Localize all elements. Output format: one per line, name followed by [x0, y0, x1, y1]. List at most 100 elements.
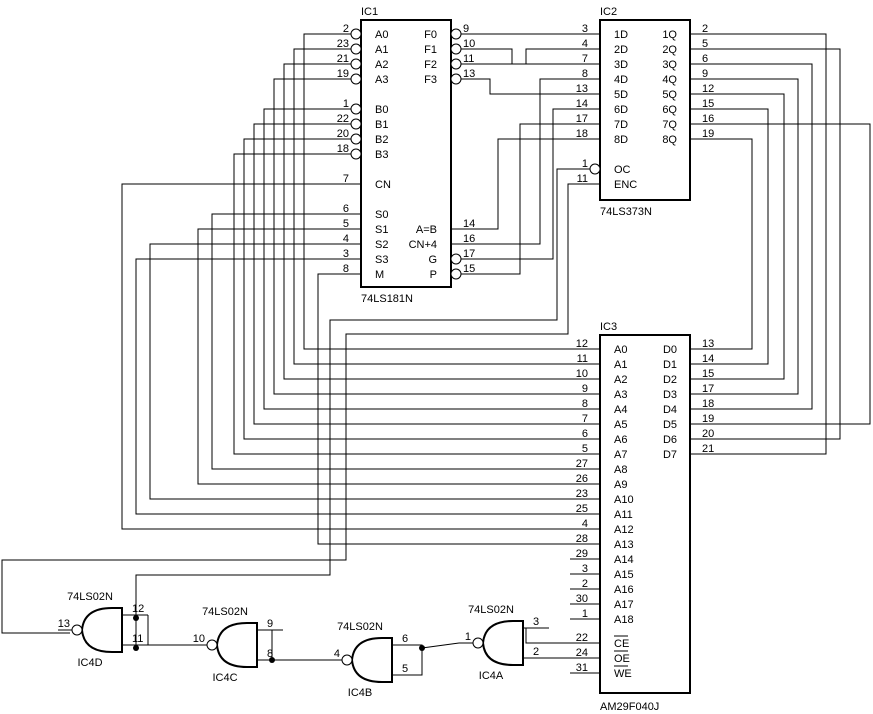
pin-s1-label: S1	[375, 224, 388, 236]
nor-output-bubble	[341, 654, 353, 666]
pin-d6-number: 20	[702, 428, 714, 440]
pin-cn-4-number: 16	[463, 233, 475, 245]
nor-gate-body	[481, 620, 524, 666]
wire-g-6d	[483, 108, 570, 260]
pin-s1-number: 5	[343, 218, 349, 230]
pin-a0-bubble	[350, 28, 362, 40]
pin-a13-label: A13	[614, 539, 634, 551]
wire-f1-3d	[483, 48, 570, 65]
nor-output-bubble	[472, 637, 484, 649]
pin-1d-label: 1D	[614, 29, 628, 41]
pin-a1-number: 23	[337, 38, 349, 50]
pin-f1-bubble	[450, 43, 462, 55]
pin-f0-label: F0	[424, 29, 437, 41]
pin-a2-number: 10	[576, 368, 588, 380]
pin-d2-number: 15	[702, 368, 714, 380]
pin-a2-bubble	[350, 58, 362, 70]
pin-d7-label: D7	[663, 449, 677, 461]
pin-3d-label: 3D	[614, 59, 628, 71]
wire-cn4-4d	[483, 78, 570, 245]
pin-a10-number: 23	[576, 488, 588, 500]
nor-pin-a: 6	[402, 633, 408, 645]
ic3-part: AM29F040J	[600, 701, 659, 713]
pin-d1-number: 14	[702, 353, 714, 365]
pin-a10-label: A10	[614, 494, 634, 506]
pin-b0-bubble	[350, 103, 362, 115]
pin-4d-label: 4D	[614, 74, 628, 86]
pin-a6-label: A6	[614, 434, 627, 446]
pin-cn-label: CN	[375, 179, 391, 191]
pin-a7-label: A7	[614, 449, 627, 461]
wire-oc	[135, 168, 570, 618]
pin-f2-number: 11	[463, 53, 474, 65]
wire-ic1-to-ic3-a9	[197, 228, 570, 485]
wire-ic4a-out	[421, 642, 460, 649]
wire-enc	[1, 183, 570, 634]
nor-pin-b: 2	[533, 646, 539, 658]
pin-b1-number: 22	[337, 113, 349, 125]
pin-d3-number: 17	[702, 383, 714, 395]
pin-b3-number: 18	[337, 143, 349, 155]
nor-gate-body	[215, 622, 258, 668]
wire-6q-d1	[720, 108, 769, 365]
nor-pin-a: 12	[132, 603, 144, 615]
pin-2d-label: 2D	[614, 44, 628, 56]
pin-b1-bubble	[350, 118, 362, 130]
pin-a3-label: A3	[614, 389, 627, 401]
pin-we-number: 31	[576, 662, 588, 674]
pin-f0-number: 9	[463, 23, 469, 35]
pin-enc-label: ENC	[614, 179, 637, 191]
pin-5q-number: 12	[702, 83, 714, 95]
pin-a0-number: 12	[576, 338, 588, 350]
wire-ic1-to-ic3-a6	[243, 138, 570, 440]
pin-8d-label: 8D	[614, 134, 628, 146]
pin-f0-bubble	[450, 28, 462, 40]
pin-a4-number: 8	[582, 398, 588, 410]
pin-5d-label: 5D	[614, 89, 628, 101]
nor-pin-out: 4	[334, 648, 340, 660]
wire-ic1-to-ic3-a8	[211, 213, 570, 470]
pin-a-b-number: 14	[463, 218, 475, 230]
pin-ce-label: CE	[614, 638, 629, 650]
pin-a1-label: A1	[375, 44, 388, 56]
pin-cn-number: 7	[343, 173, 349, 185]
pin-d0-number: 13	[702, 338, 714, 350]
nor-pin-b: 11	[132, 633, 143, 645]
pin-a5-number: 7	[582, 413, 588, 425]
nor-gates: 12111374LS02NIC4D981074LS02NIC4C65474LS0…	[58, 591, 549, 699]
nor-part: 74LS02N	[202, 606, 248, 618]
pin-a3-number: 9	[582, 383, 588, 395]
pin-a2-number: 21	[337, 53, 349, 65]
pin-oc-bubble	[589, 163, 601, 175]
pin-4d-number: 8	[582, 68, 588, 80]
pin-oe-label: OE	[614, 653, 630, 665]
pin-f3-bubble	[450, 73, 462, 85]
pin-a18-label: A18	[614, 614, 634, 626]
ic1-ref: IC1	[361, 6, 378, 18]
pin-7q-number: 16	[702, 113, 714, 125]
nor-pin-out: 10	[193, 633, 205, 645]
pin-f1-number: 10	[463, 38, 475, 50]
pin-4q-number: 9	[702, 68, 708, 80]
wire-ic4c-tie	[271, 629, 283, 661]
pin-1q-number: 2	[702, 23, 708, 35]
pin-d5-number: 19	[702, 413, 714, 425]
nor-part: 74LS02N	[468, 604, 514, 616]
pin-a16-number: 2	[582, 578, 588, 590]
pin-a8-number: 27	[576, 458, 588, 470]
wire-aeqb-8d	[483, 138, 570, 230]
pin-a0-label: A0	[614, 344, 627, 356]
nor-ref: IC4B	[348, 687, 372, 699]
pin-2q-label: 2Q	[662, 44, 677, 56]
pin-5d-number: 13	[576, 83, 588, 95]
pin-p-label: P	[430, 269, 437, 281]
pin-3d-number: 7	[582, 53, 588, 65]
pin-2q-number: 5	[702, 38, 708, 50]
pin-d7-number: 21	[702, 443, 714, 455]
nor-ref: IC4D	[77, 657, 102, 669]
